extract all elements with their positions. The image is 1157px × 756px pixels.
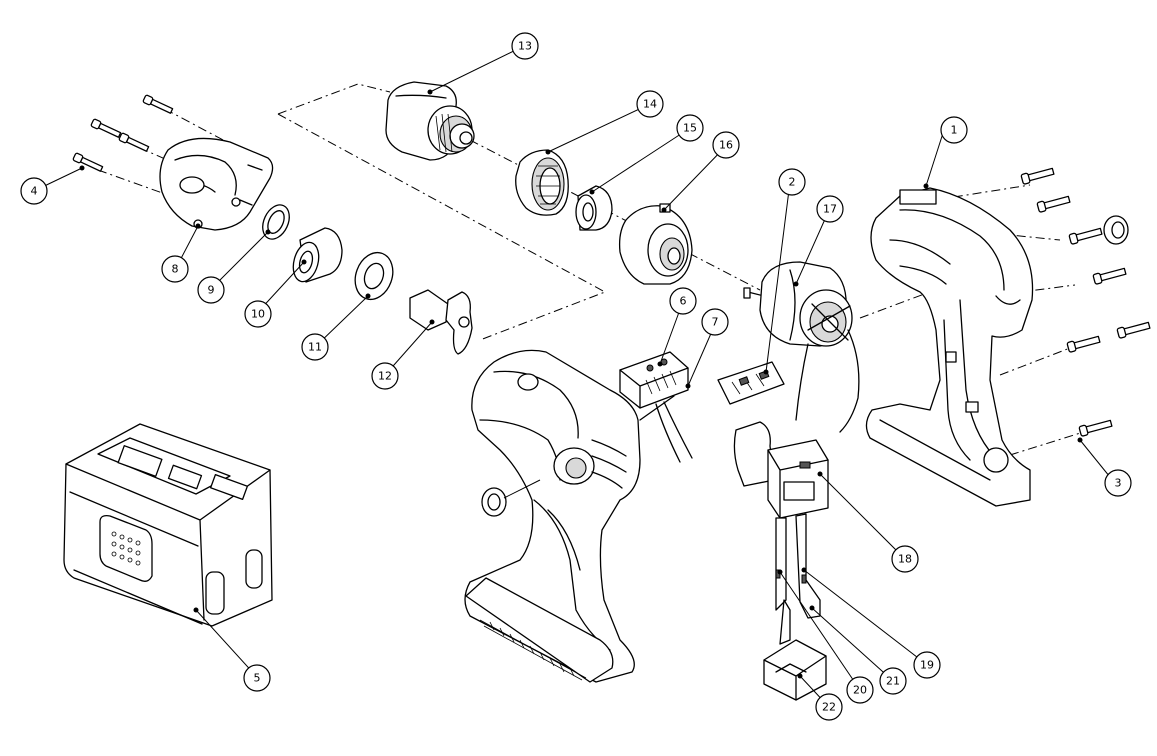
part-8-gear-case [159, 137, 274, 231]
callout-21: 21 [879, 667, 907, 695]
callout-19: 19 [913, 651, 941, 679]
part-22-cap [763, 639, 827, 701]
callout-2: 2 [778, 168, 806, 196]
part-4-screws [72, 94, 174, 172]
svg-text:18: 18 [898, 553, 912, 566]
part-6-circuit-board [619, 351, 689, 409]
part-18-switch [733, 421, 829, 519]
callout-1: 1 [940, 116, 968, 144]
svg-text:2: 2 [789, 176, 796, 189]
callout-10: 10 [244, 300, 272, 328]
svg-text:13: 13 [518, 40, 532, 53]
callout-12: 12 [371, 362, 399, 390]
svg-text:8: 8 [172, 263, 179, 276]
callout-5: 5 [243, 664, 271, 692]
callout-20: 20 [846, 676, 874, 704]
svg-text:20: 20 [853, 684, 867, 697]
svg-text:11: 11 [308, 341, 322, 354]
part-11-washer [354, 251, 394, 301]
callout-11: 11 [301, 333, 329, 361]
callout-8: 8 [161, 255, 189, 283]
svg-text:10: 10 [251, 308, 265, 321]
callout-15: 15 [676, 114, 704, 142]
callout-4: 4 [20, 177, 48, 205]
svg-text:15: 15 [683, 122, 697, 135]
svg-text:17: 17 [823, 203, 837, 216]
callout-9: 9 [197, 276, 225, 304]
svg-text:9: 9 [208, 284, 215, 297]
callout-3: 3 [1104, 469, 1132, 497]
part-14-ring-gear [515, 149, 569, 216]
part-10-bearing [292, 227, 343, 283]
callout-16: 16 [712, 131, 740, 159]
part-17-motor [743, 261, 860, 433]
callout-6: 6 [669, 287, 697, 315]
callout-13: 13 [511, 32, 539, 60]
part-5-battery [63, 423, 273, 627]
part-15-bushing [575, 185, 613, 231]
part-19-21-terminals [775, 513, 821, 645]
svg-text:4: 4 [31, 185, 38, 198]
callout-18: 18 [891, 545, 919, 573]
svg-text:5: 5 [254, 672, 261, 685]
svg-text:19: 19 [920, 659, 934, 672]
svg-text:21: 21 [886, 675, 900, 688]
callout-22: 22 [815, 693, 843, 721]
svg-text:1: 1 [951, 124, 958, 137]
part-3-screws [1020, 167, 1151, 437]
part-12-anvil [409, 289, 473, 355]
callout-17: 17 [816, 195, 844, 223]
left-housing-half [464, 349, 641, 683]
callout-14: 14 [636, 90, 664, 118]
svg-text:3: 3 [1115, 477, 1122, 490]
part-2-plate [717, 361, 785, 405]
svg-text:22: 22 [822, 701, 836, 714]
part-13-hammer-assembly [385, 81, 475, 161]
part-1-right-housing [865, 187, 1034, 507]
svg-text:6: 6 [680, 295, 687, 308]
svg-text:16: 16 [719, 139, 733, 152]
part-16-motor-bracket [618, 203, 693, 285]
svg-text:14: 14 [643, 98, 657, 111]
svg-text:7: 7 [712, 316, 719, 329]
part-7-wires [639, 395, 693, 463]
callout-7: 7 [701, 308, 729, 336]
svg-text:12: 12 [378, 370, 392, 383]
small-bushing [1103, 215, 1129, 245]
